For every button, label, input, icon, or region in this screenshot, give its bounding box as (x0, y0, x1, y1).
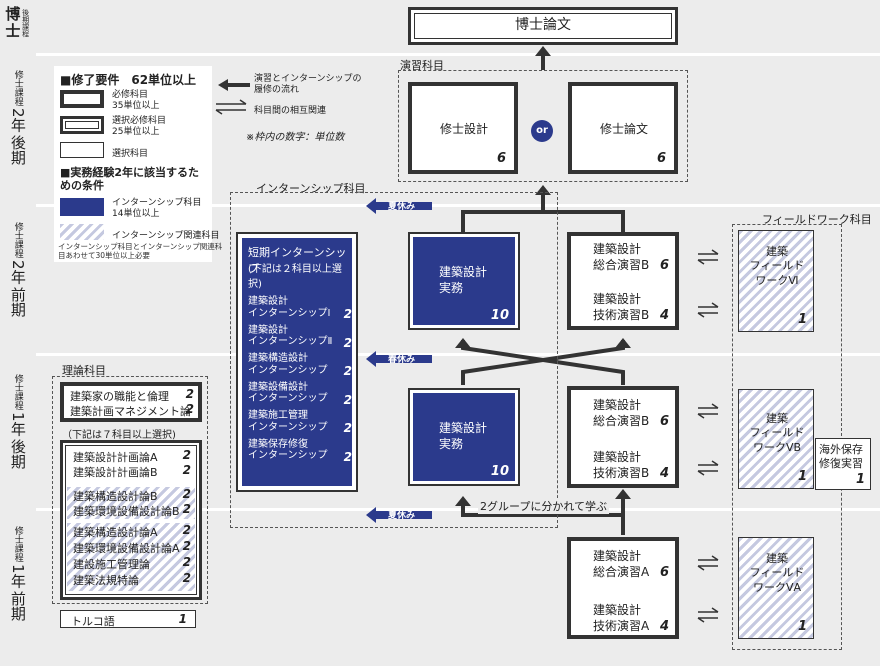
legend-intern-swatch (60, 198, 104, 216)
fieldwork-section (732, 224, 842, 650)
theory-item-units: 2 (182, 463, 191, 477)
label-doctoral: 博士 後期課程 (5, 5, 30, 40)
legend-combo-note: インターンシップ科目とインターンシップ関連科目あわせて30単位以上必要 (58, 242, 223, 261)
internship-item-units: 2 (343, 335, 352, 350)
theory-item: 建築環境設備設計論B (73, 505, 180, 518)
theory-item-units: 2 (182, 571, 191, 585)
internship-item-units: 2 (343, 307, 352, 321)
semester-column (0, 0, 36, 666)
theory-section (52, 376, 208, 604)
internship-item-units: 2 (343, 449, 352, 464)
group-arrow (461, 502, 625, 535)
theory-item: 建築計画マネジメント論 (70, 405, 191, 418)
theory-item: 建築構造設計論B (73, 490, 158, 503)
master-design-box: 修士設計 6 (408, 82, 518, 174)
theory-item-units: 2 (185, 402, 194, 416)
fieldwork-5a: 建築フィールドワークⅤA 1 (738, 537, 814, 639)
seminar-m1b: 建築設計総合演習B 6 建築設計技術演習B 4 (567, 386, 679, 488)
fieldwork-5b: 建築フィールドワークⅤB 1 (738, 389, 814, 489)
seminar-m2a: 建築設計総合演習B 6 建築設計技術演習B 4 (567, 232, 679, 330)
theory-item: 建築設計計画論A (73, 451, 158, 464)
theory-item-units: 2 (185, 387, 194, 401)
overseas-restoration-box: 海外保存修復実習 1 (815, 438, 871, 490)
seminar-section (398, 70, 688, 182)
theory-item: 建築構造設計論A (73, 526, 158, 539)
theory-item-units: 2 (182, 539, 191, 553)
theory-item: 建築家の職能と倫理 (70, 390, 169, 403)
legend-elective-required-swatch (60, 116, 104, 134)
legend-flow-note: 演習とインターンシップの履修の流れ (254, 74, 362, 95)
theory-select-note: （下記は７科目以上選択) (62, 430, 176, 441)
legend-elective: 選択科目 (112, 149, 149, 159)
internship-item-units: 2 (343, 364, 352, 378)
legend-unit-note: ※枠内の数字：単位数 (246, 132, 345, 143)
fieldwork-section-title: フィールドワーク科目 (762, 213, 872, 226)
theory-group-1: 建築設計計画論A 2 建築設計計画論B 2 (67, 447, 195, 481)
fieldwork-6: 建築フィールドワークⅥ 1 (738, 230, 814, 332)
theory-item-units: 2 (182, 502, 191, 516)
theory-item: 建設施工管理論 (73, 558, 150, 571)
legend-exp-title: ■実務経験2年に該当するための条件 (60, 166, 200, 193)
break-summer-1: 夏休み (366, 198, 436, 218)
theory-item-units: 2 (182, 523, 191, 537)
doctoral-thesis-box: 博士論文 (408, 7, 678, 45)
seminar-m1a: 建築設計総合演習A 6 建築設計技術演習A 4 (567, 537, 679, 639)
master-thesis-box: 修士論文 6 (568, 82, 678, 174)
short-internship-title: 短期インターンシップ (248, 246, 347, 275)
label-m2-late: 修士課程 2年 後期 (8, 70, 27, 165)
or-badge: or (531, 120, 553, 142)
internship-item-units: 2 (343, 392, 352, 407)
internship-section (230, 192, 558, 528)
theory-item: 建築設計計画論B (73, 466, 158, 479)
practice-box-lower: 建築設計実務 10 (408, 388, 520, 486)
internship-item-units: 2 (343, 421, 352, 435)
legend-intern-rel: インターンシップ関連科目 (112, 231, 220, 241)
label-m2-early: 修士課程 2年 前期 (8, 222, 27, 317)
theory-item-units: 2 (182, 487, 191, 501)
relation-arrows (697, 249, 719, 623)
theory-item-units: 2 (182, 555, 191, 569)
practice-box-upper: 建築設計実務 10 (408, 232, 520, 330)
legend-title: ■修了要件 62単位以上 (60, 73, 197, 87)
theory-item: 建築法規特論 (73, 574, 139, 587)
legend-relation-note: 科目間の相互関連 (254, 106, 327, 116)
legend-intern-rel-swatch (60, 224, 104, 240)
short-internship-note: (下記は２科目以上選択) (248, 264, 342, 290)
theory-item-units: 2 (182, 448, 191, 462)
break-spring: 春休み (366, 351, 436, 371)
internship-section-title: インターンシップ科目 (256, 182, 366, 195)
theory-section-title: 理論科目 (62, 364, 106, 377)
legend-required-swatch (60, 90, 104, 108)
turkish-box: トルコ語 1 (60, 610, 196, 628)
theory-item: 建築環境設備設計論A (73, 542, 180, 555)
seminar-section-title: 演習科目 (400, 59, 444, 72)
break-summer-2: 夏休み (366, 507, 436, 527)
legend-elective-swatch (60, 142, 104, 158)
label-m1-early: 修士課程 1年 前期 (8, 526, 27, 621)
label-m1-late: 修士課程 1年 後期 (8, 374, 27, 469)
group-note: 2グループに分かれて学ぶ (478, 498, 610, 514)
